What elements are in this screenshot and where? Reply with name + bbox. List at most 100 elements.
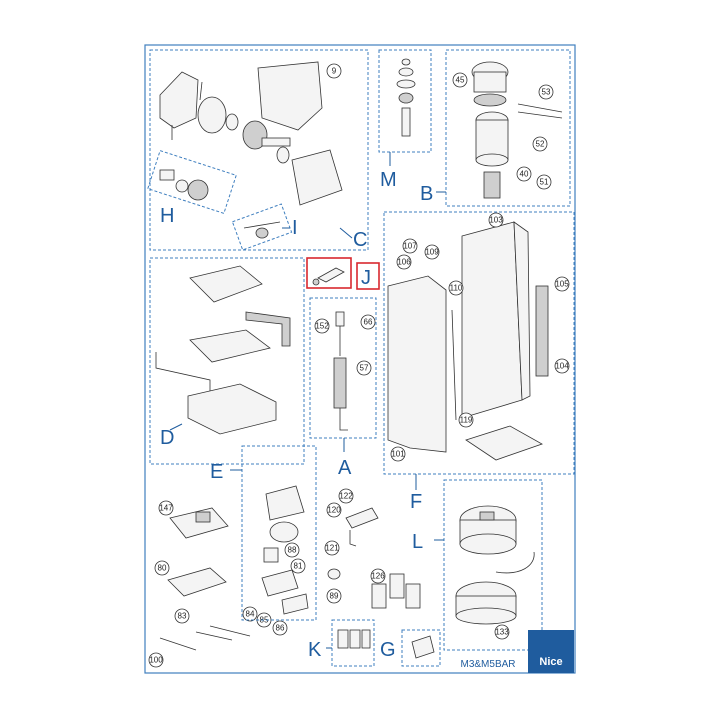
callout-9: 9 bbox=[326, 63, 342, 79]
svg-text:119: 119 bbox=[460, 416, 473, 425]
callout-40: 40 bbox=[516, 166, 532, 182]
callout-104: 104 bbox=[554, 358, 570, 374]
section-l-box bbox=[443, 479, 543, 651]
callout-84: 84 bbox=[242, 606, 258, 622]
section-d-box bbox=[149, 257, 305, 465]
leader-c bbox=[339, 227, 353, 239]
section-i-box bbox=[231, 203, 293, 251]
section-g-label: G bbox=[380, 639, 396, 661]
callout-57: 57 bbox=[356, 360, 372, 376]
callout-53: 53 bbox=[538, 84, 554, 100]
section-b-box bbox=[445, 49, 571, 207]
section-j-highlight bbox=[306, 257, 352, 289]
callout-106: 106 bbox=[396, 254, 412, 270]
section-d-label: D bbox=[160, 427, 174, 449]
callout-83: 83 bbox=[174, 608, 190, 624]
transformer-assembly bbox=[261, 485, 309, 615]
svg-text:120: 120 bbox=[327, 506, 341, 515]
section-h-label: H bbox=[160, 205, 174, 227]
svg-text:57: 57 bbox=[360, 364, 369, 373]
section-e-label: E bbox=[210, 461, 223, 483]
svg-text:9: 9 bbox=[332, 67, 337, 76]
callout-121: 121 bbox=[324, 540, 340, 556]
callout-88: 88 bbox=[284, 542, 300, 558]
svg-text:45: 45 bbox=[456, 76, 465, 85]
fuse-holders bbox=[337, 629, 371, 649]
section-a-box bbox=[309, 297, 377, 439]
callout-51: 51 bbox=[536, 174, 552, 190]
section-l-label: L bbox=[412, 531, 423, 553]
callout-152: 152 bbox=[314, 318, 330, 334]
svg-text:53: 53 bbox=[542, 88, 551, 97]
section-b-label: B bbox=[420, 183, 433, 205]
callout-101: 101 bbox=[390, 446, 406, 462]
cable-set bbox=[159, 625, 251, 651]
cabinet-frame bbox=[461, 221, 549, 419]
svg-text:107: 107 bbox=[403, 242, 417, 251]
callout-147: 147 bbox=[158, 500, 174, 516]
limit-bracket bbox=[345, 507, 379, 547]
callout-103: 103 bbox=[488, 212, 504, 228]
outer-frame bbox=[144, 44, 576, 674]
callout-89: 89 bbox=[326, 588, 342, 604]
small-gear-parts bbox=[243, 221, 281, 239]
svg-text:106: 106 bbox=[397, 258, 411, 267]
callout-119: 119 bbox=[458, 412, 474, 428]
callout-100: 100 bbox=[148, 652, 164, 668]
section-i-label: I bbox=[292, 217, 298, 239]
svg-text:110: 110 bbox=[450, 284, 463, 293]
svg-text:101: 101 bbox=[391, 450, 405, 459]
cable-straps bbox=[517, 103, 563, 119]
callout-52: 52 bbox=[532, 136, 548, 152]
door-cover bbox=[387, 275, 457, 453]
svg-text:80: 80 bbox=[158, 564, 167, 573]
callout-105: 105 bbox=[554, 276, 570, 292]
svg-text:88: 88 bbox=[288, 546, 297, 555]
model-label: M3&M5BAR bbox=[460, 659, 515, 670]
svg-text:40: 40 bbox=[520, 170, 529, 179]
svg-text:109: 109 bbox=[425, 248, 439, 257]
section-j-label-box bbox=[356, 262, 380, 290]
electronics-board-147 bbox=[169, 507, 229, 539]
section-f-label: F bbox=[410, 491, 422, 513]
svg-text:66: 66 bbox=[364, 318, 373, 327]
section-m-label: M bbox=[380, 169, 397, 191]
callout-86: 86 bbox=[272, 620, 288, 636]
callout-80: 80 bbox=[154, 560, 170, 576]
svg-text:85: 85 bbox=[260, 616, 269, 625]
svg-text:89: 89 bbox=[330, 592, 339, 601]
callout-45: 45 bbox=[452, 72, 468, 88]
brand-badge bbox=[528, 630, 574, 673]
svg-text:121: 121 bbox=[325, 544, 339, 553]
release-lever bbox=[312, 267, 345, 286]
svg-text:122: 122 bbox=[339, 492, 353, 501]
section-f-box bbox=[383, 211, 575, 475]
control-unit bbox=[455, 505, 535, 625]
section-g-box bbox=[401, 629, 441, 667]
gearmotor-housing bbox=[159, 61, 343, 206]
leader-d bbox=[169, 423, 183, 431]
svg-text:51: 51 bbox=[540, 178, 549, 187]
callout-66: 66 bbox=[360, 314, 376, 330]
callout-120: 120 bbox=[326, 502, 342, 518]
control-box-assembly bbox=[155, 265, 291, 435]
section-c-box bbox=[149, 49, 369, 251]
section-h-box bbox=[147, 149, 237, 215]
bracket-80 bbox=[167, 567, 227, 597]
callout-122: 122 bbox=[338, 488, 354, 504]
svg-text:147: 147 bbox=[159, 504, 173, 513]
svg-text:104: 104 bbox=[555, 362, 569, 371]
section-j-label: J bbox=[361, 267, 371, 289]
section-k-box bbox=[331, 619, 375, 667]
cap-89 bbox=[327, 568, 341, 580]
section-m-box bbox=[378, 49, 432, 153]
section-k-label: K bbox=[308, 639, 322, 661]
svg-text:133: 133 bbox=[495, 628, 509, 637]
spring-assembly bbox=[333, 311, 348, 431]
brand-logo-text: Nice bbox=[539, 656, 562, 668]
callout-126: 126 bbox=[370, 568, 386, 584]
section-c-label: C bbox=[353, 229, 367, 251]
svg-text:81: 81 bbox=[294, 562, 303, 571]
